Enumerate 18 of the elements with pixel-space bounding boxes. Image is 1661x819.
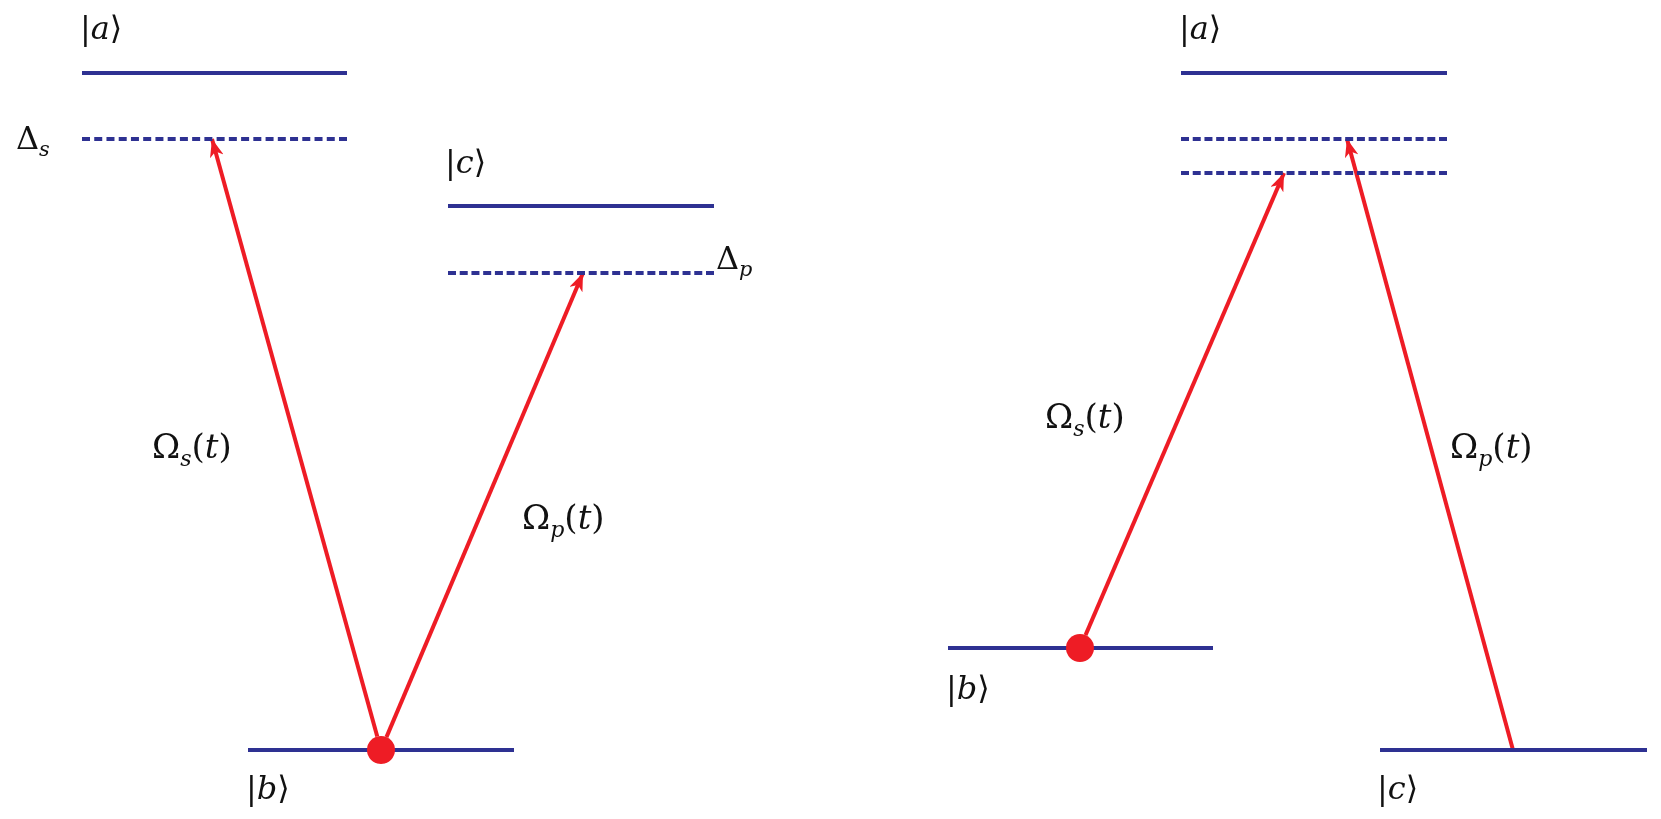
state-label: |b⟩ [246, 768, 290, 808]
transition-arrow [1083, 172, 1286, 636]
particle-dot [367, 736, 395, 764]
rabi-frequency-label: Ω$_{p}$(t) [1450, 425, 1533, 473]
state-label: |a⟩ [80, 8, 123, 48]
state-label: |a⟩ [1179, 8, 1222, 48]
rabi-frequency-label: Ω$_{s}$(t) [152, 425, 232, 473]
state-label: |b⟩ [946, 668, 990, 708]
rabi-frequency-label: Ω$_{s}$(t) [1045, 395, 1125, 443]
state-label: |c⟩ [1377, 768, 1419, 808]
transition-arrow [1344, 138, 1515, 751]
detuning-label: Δ$_{p}$ [716, 238, 753, 284]
detuning-label: Δ$_{s}$ [16, 118, 50, 164]
state-label: |c⟩ [445, 142, 487, 182]
rabi-frequency-label: Ω$_{p}$(t) [522, 496, 605, 544]
particle-dot [1066, 634, 1094, 662]
transition-arrow [384, 272, 585, 738]
transition-arrow [210, 138, 380, 738]
